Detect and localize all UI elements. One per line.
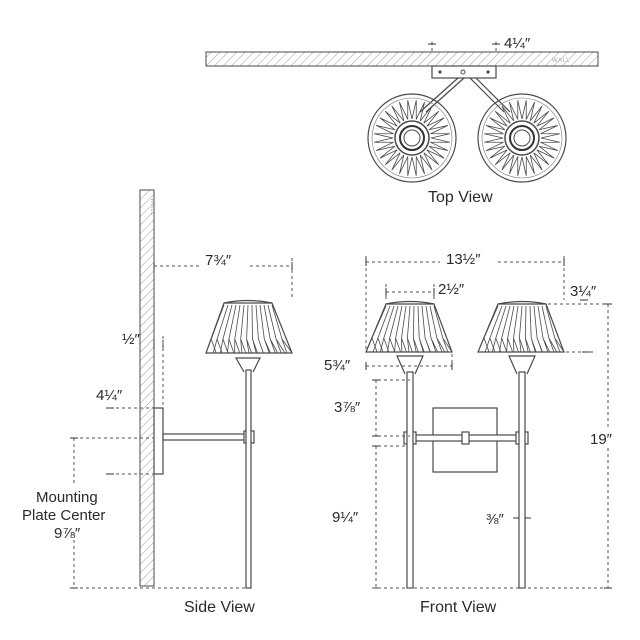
top-view-wall-label: WALL xyxy=(552,58,570,64)
front-view-shade-left xyxy=(365,300,453,353)
front-view-stem-left xyxy=(406,371,414,589)
dim-side-plate-height: 4¼″ xyxy=(96,387,123,404)
side-view-mounting-plate xyxy=(153,407,164,475)
dim-front-width: 13½″ xyxy=(446,251,481,268)
dim-side-projection: 7¾″ xyxy=(205,252,232,269)
side-view-shade-holder xyxy=(234,357,261,373)
front-view: 13½″ 2½″ 3¼″ 5¾″ 3⅞″ 9¼″ xyxy=(322,250,626,616)
side-view-wall xyxy=(139,189,155,587)
dim-mounting-value: 9⅞″ xyxy=(54,525,81,542)
dim-front-arm-drop: 3⅞″ xyxy=(334,399,361,416)
top-view-shade-left xyxy=(367,93,457,183)
screw-icon xyxy=(438,70,442,74)
side-view: WALL 7¾″ ½″ 4¼″ xyxy=(22,189,293,616)
dim-front-stem: ⅜″ xyxy=(486,511,505,528)
side-view-wall-label: WALL xyxy=(149,198,155,216)
top-view-wall xyxy=(205,51,599,67)
front-view-center-knob xyxy=(461,431,470,445)
top-view-shade-right xyxy=(477,93,567,183)
front-view-shade-holder-right xyxy=(508,355,536,375)
top-view-arm-left xyxy=(419,77,459,113)
side-view-shade xyxy=(205,299,293,354)
front-view-stem-right xyxy=(518,371,526,589)
front-view-shade-holder-left xyxy=(396,355,424,375)
side-view-title: Side View xyxy=(184,599,255,616)
top-view-arm-right xyxy=(475,77,511,113)
dim-front-lower: 9¼″ xyxy=(332,509,359,526)
dim-mounting-label-2: Plate Center xyxy=(22,507,105,524)
dim-front-shade-bottom: 5¾″ xyxy=(324,357,351,374)
side-view-stem xyxy=(245,369,252,589)
front-view-shade-right xyxy=(477,300,565,353)
top-view-mounting-plate xyxy=(431,65,497,79)
dim-front-shade-height: 3¼″ xyxy=(570,283,597,300)
dim-mounting-label-1: Mounting xyxy=(36,489,98,506)
top-view: WALL 4¼″ Top View xyxy=(205,35,599,206)
dim-front-shade-top: 2½″ xyxy=(438,281,465,298)
dim-front-total-height: 19″ xyxy=(590,431,613,448)
dim-side-half: ½″ xyxy=(122,331,141,348)
screw-icon xyxy=(460,69,466,75)
screw-icon xyxy=(486,70,490,74)
front-view-title: Front View xyxy=(420,599,497,616)
top-view-arm-right xyxy=(469,77,505,113)
side-view-arm xyxy=(162,433,250,441)
dim-top-plate-offset: 4¼″ xyxy=(504,35,531,52)
top-view-title: Top View xyxy=(428,189,493,206)
